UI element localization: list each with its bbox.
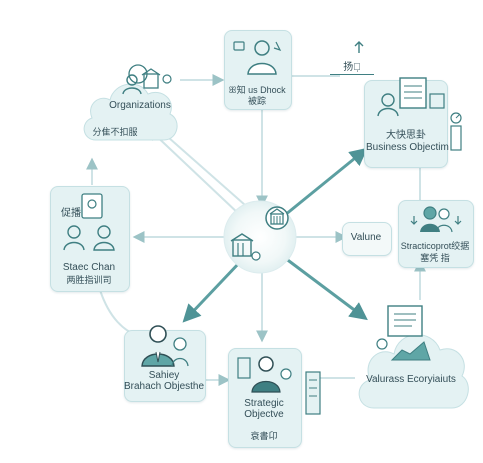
right-node-label-1: Stracticoprot绞据 (400, 241, 470, 251)
strategy-person-icon (236, 352, 296, 399)
report-chart-icon (372, 304, 438, 369)
arrow-to-business (284, 147, 368, 217)
organizations-title: Organizations (109, 100, 171, 111)
business-objective-label-1: 大快思卦 (386, 130, 426, 141)
left-node-heading: 促播 (61, 208, 81, 219)
arrow-up-icon (352, 40, 366, 59)
connector (99, 289, 136, 336)
organization-people-icon (118, 68, 178, 103)
top-right-label: 扬不̣̣ (330, 62, 374, 75)
people-pair-icon (410, 204, 462, 239)
arrow-to-bottom-left (182, 260, 242, 323)
left-node-label-1: Staec Chan (62, 262, 116, 273)
building-chart-icon (374, 74, 450, 129)
bottom-left-node (124, 330, 206, 402)
arrow-to-values (284, 256, 368, 321)
business-objective-label-2: Business Objectim (366, 142, 449, 153)
bottom-left-label-2: Brahach Objesthe (124, 381, 205, 392)
organizations-cloud (83, 64, 178, 141)
values-node (342, 222, 392, 256)
top-center-node (224, 30, 292, 110)
right-node-label-2: 塞凭 指 (420, 253, 450, 263)
team-icon (62, 192, 118, 259)
primary-arrows (182, 147, 368, 323)
organizations-subtitle: 分隹不扣服 (92, 127, 138, 137)
manager-icon (134, 322, 194, 373)
left-node-label-2: 两胜指训司 (66, 275, 112, 285)
bottom-center-label-2: Objectve (244, 409, 284, 420)
gauge-icon (448, 112, 464, 157)
connector (148, 128, 241, 216)
top-center-label-2: 被踪 (247, 96, 266, 106)
person-icon (232, 36, 284, 83)
connector (159, 129, 246, 206)
hub-building-icon (265, 206, 289, 230)
document-stack-icon (304, 370, 322, 421)
values-label: Valune (350, 232, 382, 243)
bottom-center-label-1: Strategic (244, 398, 284, 409)
bottom-center-label-3: 衰書卬 (250, 431, 278, 441)
top-center-label-1: ꕥ知 us Dhock (228, 85, 286, 95)
hub-people-icon (230, 233, 261, 261)
bottom-left-label-1: Sahiey (148, 370, 180, 381)
bottom-right-label: Valurass Ecoryiaiuts (366, 374, 456, 385)
